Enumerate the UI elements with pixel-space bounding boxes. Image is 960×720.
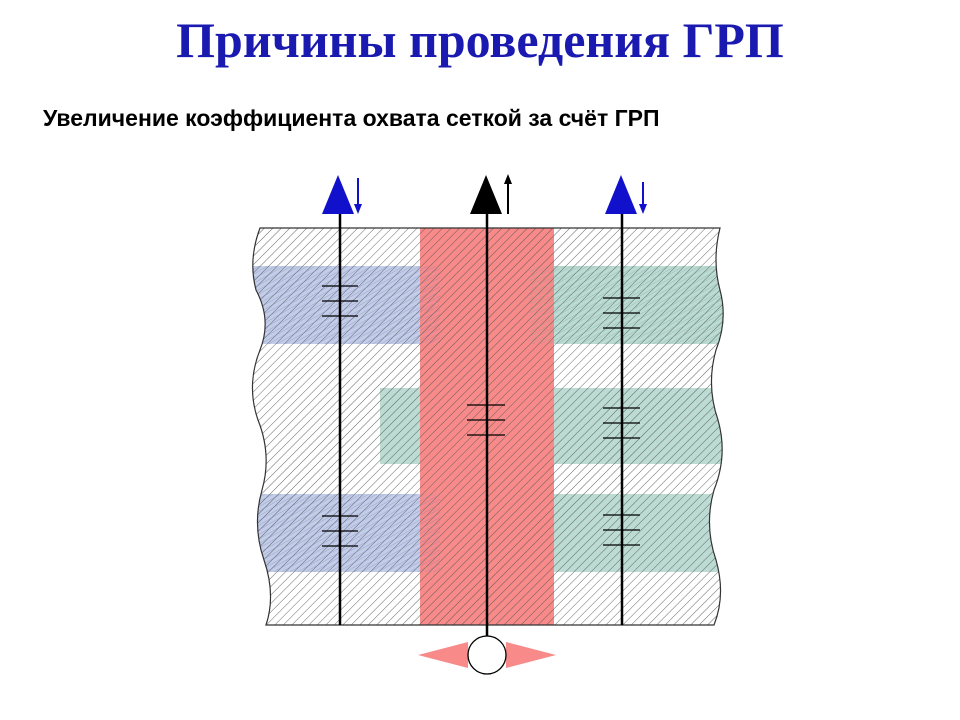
perforation-group: [603, 407, 640, 439]
injection-arrow-icon: [322, 175, 354, 214]
perforation-group: [603, 514, 640, 546]
injection-well-right: [603, 175, 647, 625]
injection-arrow-icon: [605, 175, 637, 214]
perforation-group: [322, 285, 358, 317]
reservoir-outline: [251, 227, 724, 626]
perforation-group: [467, 404, 505, 436]
slide-subtitle: Увеличение коэффициента охвата сеткой за…: [43, 105, 660, 131]
perforation-group: [603, 297, 640, 329]
slide-title: Причины проведения ГРП: [176, 12, 784, 68]
production-arrow-icon: [470, 175, 502, 214]
injection-well-left: [322, 175, 362, 625]
reservoir-block: [252, 228, 724, 625]
production-well-center: [467, 174, 512, 640]
fracture-symbol-icon: [418, 635, 556, 675]
perforation-group: [322, 515, 358, 547]
